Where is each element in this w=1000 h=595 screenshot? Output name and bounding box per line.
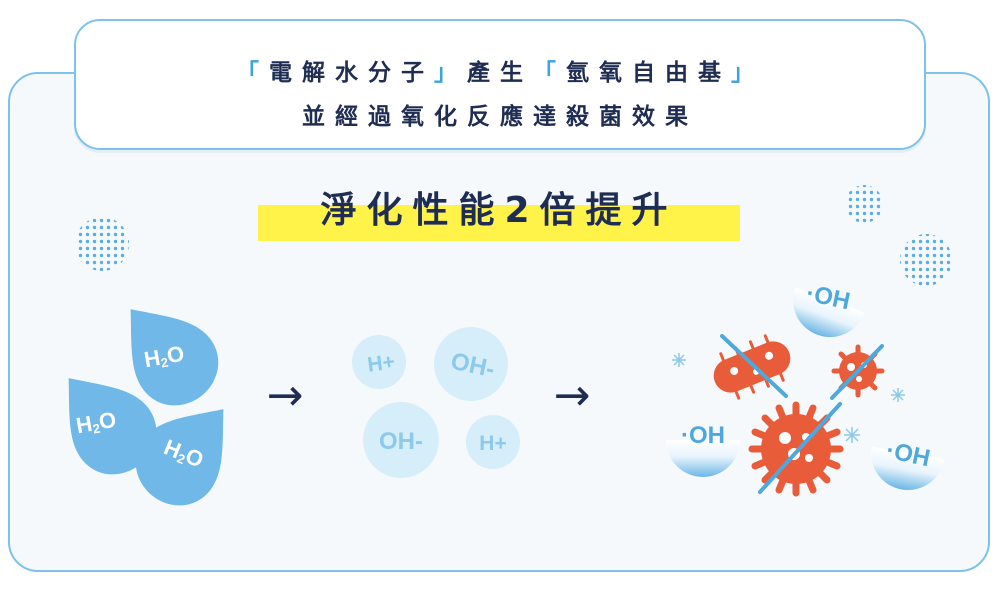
title-box: 「電解水分子」產生「氫氧自由基」 並經過氧化反應達殺菌效果 [74,19,926,150]
water-drop-3 [135,409,224,506]
headline: 淨化性能2倍提升 [258,181,740,241]
strike-line-large [758,402,842,494]
verb-produce: 產生 [467,60,533,86]
ion-label-oh-minus-2: OH- [379,428,423,455]
bacteria-large [748,401,844,497]
term-hydroxyl-radical: 氫氧自由基 [566,60,731,86]
water-drop-1-label: H2O [142,341,186,374]
bracket-open-2: 「 [533,60,566,86]
ion-bubble-h-plus-1 [352,335,406,389]
radical-label-2: ·OH [681,422,725,449]
dot-pattern-right-top [845,185,883,223]
dot-pattern-right [900,234,952,286]
ion-bubble-h-plus-2 [466,415,520,469]
radical-bowl-2 [666,440,740,477]
radical-bowl-3 [871,446,945,490]
strike-line-rod [720,334,788,398]
ion-bubble-oh-minus-2 [363,402,439,478]
ion-bubble-oh-minus-1 [434,327,508,401]
ion-label-h-plus-1: H+ [366,350,396,377]
title-line-1: 「電解水分子」產生「氫氧自由基」 [76,53,924,87]
dot-pattern-left [75,217,129,271]
headline-highlight [258,205,740,241]
arrow-right-1: → [267,370,304,421]
water-drop-2 [68,378,157,475]
water-drop-1 [130,309,219,406]
headline-text: 淨化性能2倍提升 [320,190,678,231]
radical-bowl-1 [793,287,865,337]
bracket-close-2: 」 [731,60,764,86]
sparkle-icons [672,353,905,443]
term-electrolyzed-water: 電解水分子 [269,60,434,86]
strike-line-small [830,344,884,400]
arrow-right-2: → [554,370,591,421]
ion-label-h-plus-2: H+ [479,432,506,455]
water-drop-2-label: H2O [74,407,118,440]
title-line-2: 並經過氧化反應達殺菌效果 [302,104,698,130]
bracket-open: 「 [236,60,269,86]
bracket-close: 」 [434,60,467,86]
